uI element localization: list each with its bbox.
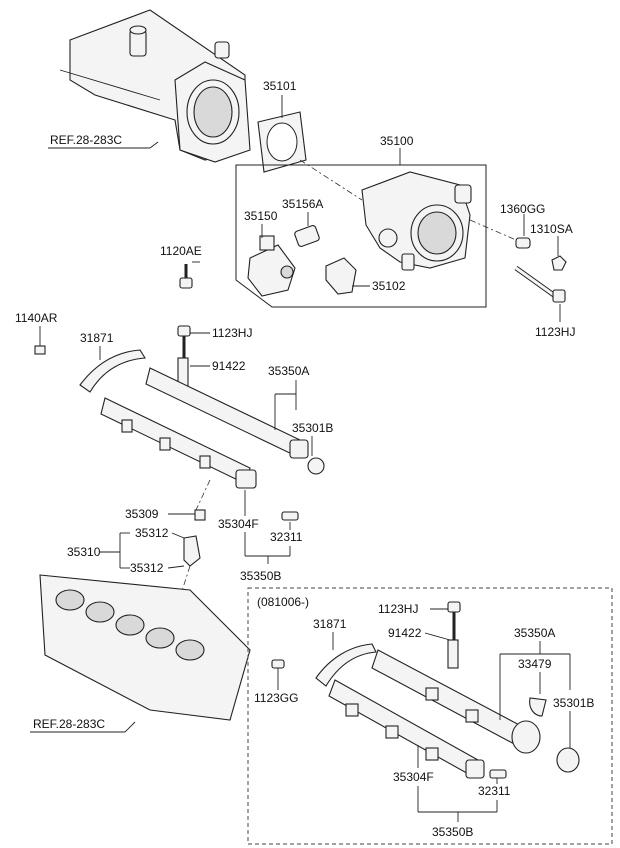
variant-label-35301B: 35301B [553, 696, 594, 710]
label-35156A: 35156A [282, 197, 323, 211]
label-35101: 35101 [263, 79, 297, 93]
variant-label-35304F: 35304F [393, 770, 434, 784]
variant-label-35350A: 35350A [514, 626, 555, 640]
variant-label-32311: 32311 [478, 784, 511, 798]
variant-label-1123HJ: 1123HJ [378, 602, 418, 616]
label-35301B: 35301B [292, 421, 333, 435]
variant-group: (081006-) 1123HJ 91422 31871 1123GG 3535… [247, 587, 613, 845]
fuel-rail-group: 1140AR 31871 1123HJ 91422 35350A 35301B [15, 311, 333, 691]
label-35309: 35309 [125, 507, 159, 521]
ref-label-bottom: REF.28-283C [33, 717, 105, 731]
label-1140AR: 1140AR [15, 311, 58, 325]
label-31871: 31871 [80, 331, 114, 345]
variant-label: (081006-) [257, 595, 309, 609]
reference-callout-top: REF.28-283C [48, 133, 159, 149]
label-91422: 91422 [212, 359, 246, 373]
variant-label-91422: 91422 [388, 626, 422, 640]
label-35102: 35102 [372, 279, 406, 293]
ref-label-top: REF.28-283C [50, 133, 122, 147]
label-35100: 35100 [380, 134, 414, 148]
variant-label-33479: 33479 [518, 657, 552, 671]
label-35150: 35150 [244, 209, 278, 223]
label-32311: 32311 [270, 530, 303, 544]
gasket-35101: 35101 [257, 79, 307, 173]
label-1123HJ-right: 1123HJ [535, 325, 575, 339]
label-1120AE: 1120AE [160, 244, 202, 258]
reference-callout-bottom: REF.28-283C [30, 717, 136, 733]
intake-manifold-lower [39, 574, 251, 721]
throttle-body-group: 35100 35156A 35150 35102 [235, 134, 487, 308]
bolt-1120AE: 1120AE [160, 244, 202, 289]
variant-label-35350B: 35350B [432, 825, 473, 839]
label-35350B: 35350B [240, 569, 281, 583]
label-35312-top: 35312 [135, 526, 169, 540]
variant-label-1123GG: 1123GG [254, 691, 298, 705]
throttle-fasteners-right: 1360GG 1310SA 1123HJ [469, 202, 575, 339]
label-1310SA: 1310SA [530, 222, 573, 236]
label-35304F: 35304F [218, 517, 259, 531]
label-1123HJ-top: 1123HJ [212, 326, 252, 340]
label-35350A: 35350A [268, 364, 309, 378]
label-1360GG: 1360GG [500, 202, 545, 216]
label-35310: 35310 [67, 545, 101, 559]
variant-label-31871: 31871 [313, 617, 347, 631]
intake-plenum [59, 9, 251, 163]
label-35312-bottom: 35312 [130, 561, 164, 575]
